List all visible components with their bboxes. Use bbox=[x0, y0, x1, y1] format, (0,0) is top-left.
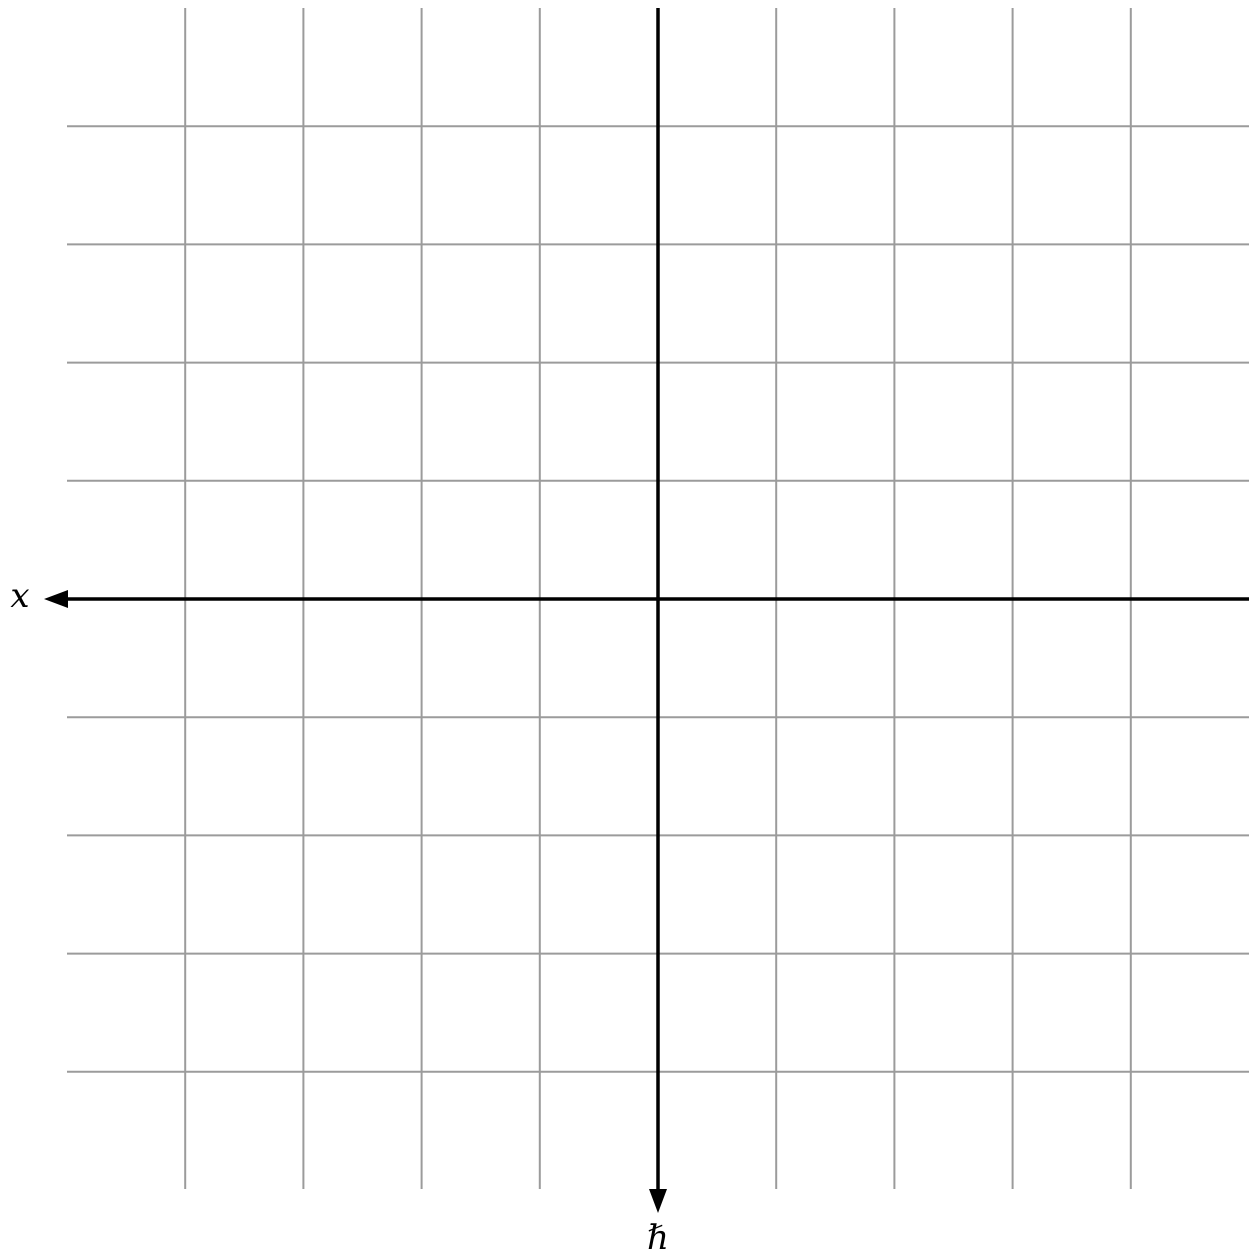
vertical-axis-arrowhead bbox=[649, 1189, 667, 1213]
vertical-axis-label: ℏ bbox=[647, 1218, 669, 1257]
x-axis-arrowhead bbox=[44, 590, 68, 608]
x-axis-label: x bbox=[10, 576, 29, 616]
axes bbox=[44, 8, 1249, 1213]
